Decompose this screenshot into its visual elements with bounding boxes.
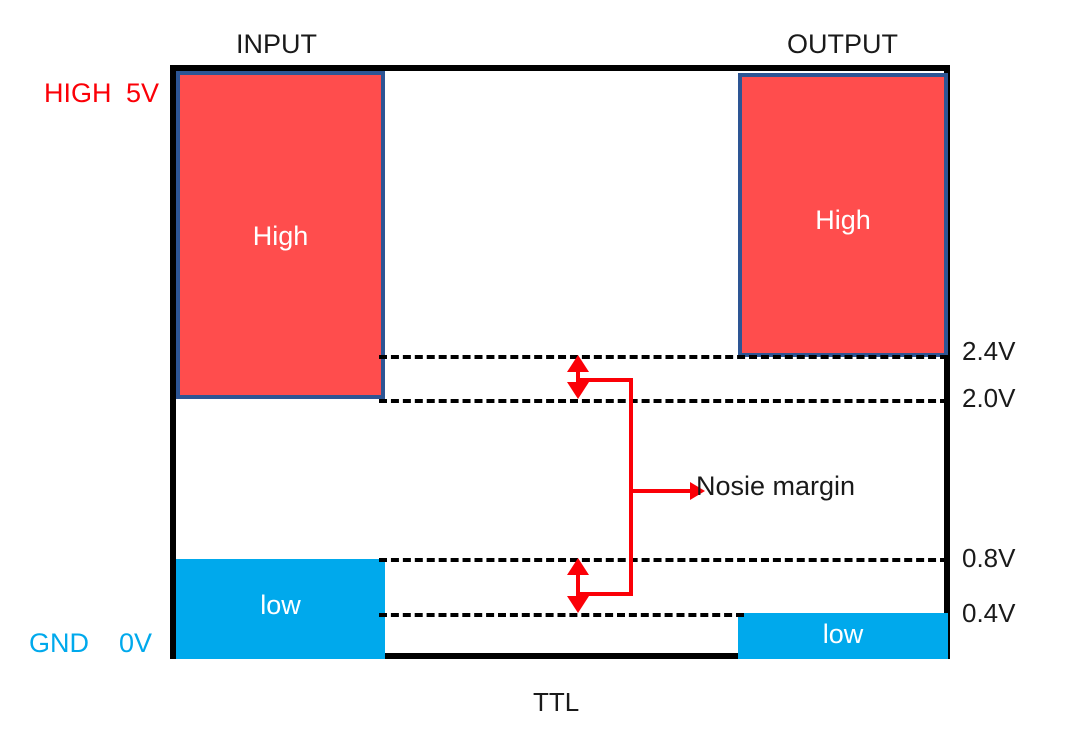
level-box-input-low: low [176, 559, 385, 659]
noise-margin-label: Nosie margin [696, 471, 856, 501]
level-box-input-low-label: low [260, 590, 301, 620]
rail-label-high-value: 5V [126, 78, 160, 108]
level-box-input-high: High [176, 71, 385, 399]
threshold-label-2.4v: 2.4V [962, 336, 1016, 366]
diagram-caption: TTL [533, 687, 580, 717]
level-box-output-low-label: low [822, 619, 864, 649]
noise-margin-upper-arrow-shaft [576, 361, 580, 393]
level-box-output-low: low [738, 613, 948, 659]
threshold-line-2.0v [379, 399, 948, 403]
noise-margin-upper-arrow-head-down [567, 382, 589, 399]
threshold-line-2.4v [379, 355, 948, 359]
level-box-input-high-label: High [252, 221, 309, 251]
threshold-label-0.4v: 0.4V [962, 598, 1016, 628]
level-box-output-high-label: High [815, 205, 871, 235]
noise-margin-lower-arrow-shaft [576, 564, 580, 608]
noise-margin-lower-arrow-head-up [567, 558, 589, 575]
threshold-line-0.8v [379, 558, 948, 562]
threshold-label-2.0v: 2.0V [962, 383, 1016, 413]
threshold-label-0.8v: 0.8V [962, 543, 1016, 573]
column-header-input: INPUT [236, 29, 317, 59]
rail-label-gnd-name: GND [29, 628, 89, 658]
rail-label-high-name: HIGH [44, 78, 112, 108]
noise-margin-bracket-top [576, 378, 633, 382]
ttl-level-frame: High low High low [170, 65, 950, 659]
noise-margin-pointer-line [629, 489, 694, 493]
noise-margin-bracket-bottom [576, 592, 633, 596]
noise-margin-lower-arrow-head-down [567, 596, 589, 613]
noise-margin-pointer-arrow-head [690, 482, 705, 500]
column-header-output: OUTPUT [787, 29, 898, 59]
noise-margin-upper-arrow-head-up [567, 355, 589, 372]
rail-label-gnd-value: 0V [119, 628, 153, 658]
level-box-output-high: High [738, 73, 948, 357]
threshold-line-0.4v [379, 613, 744, 617]
noise-margin-bracket-spine [629, 378, 633, 596]
